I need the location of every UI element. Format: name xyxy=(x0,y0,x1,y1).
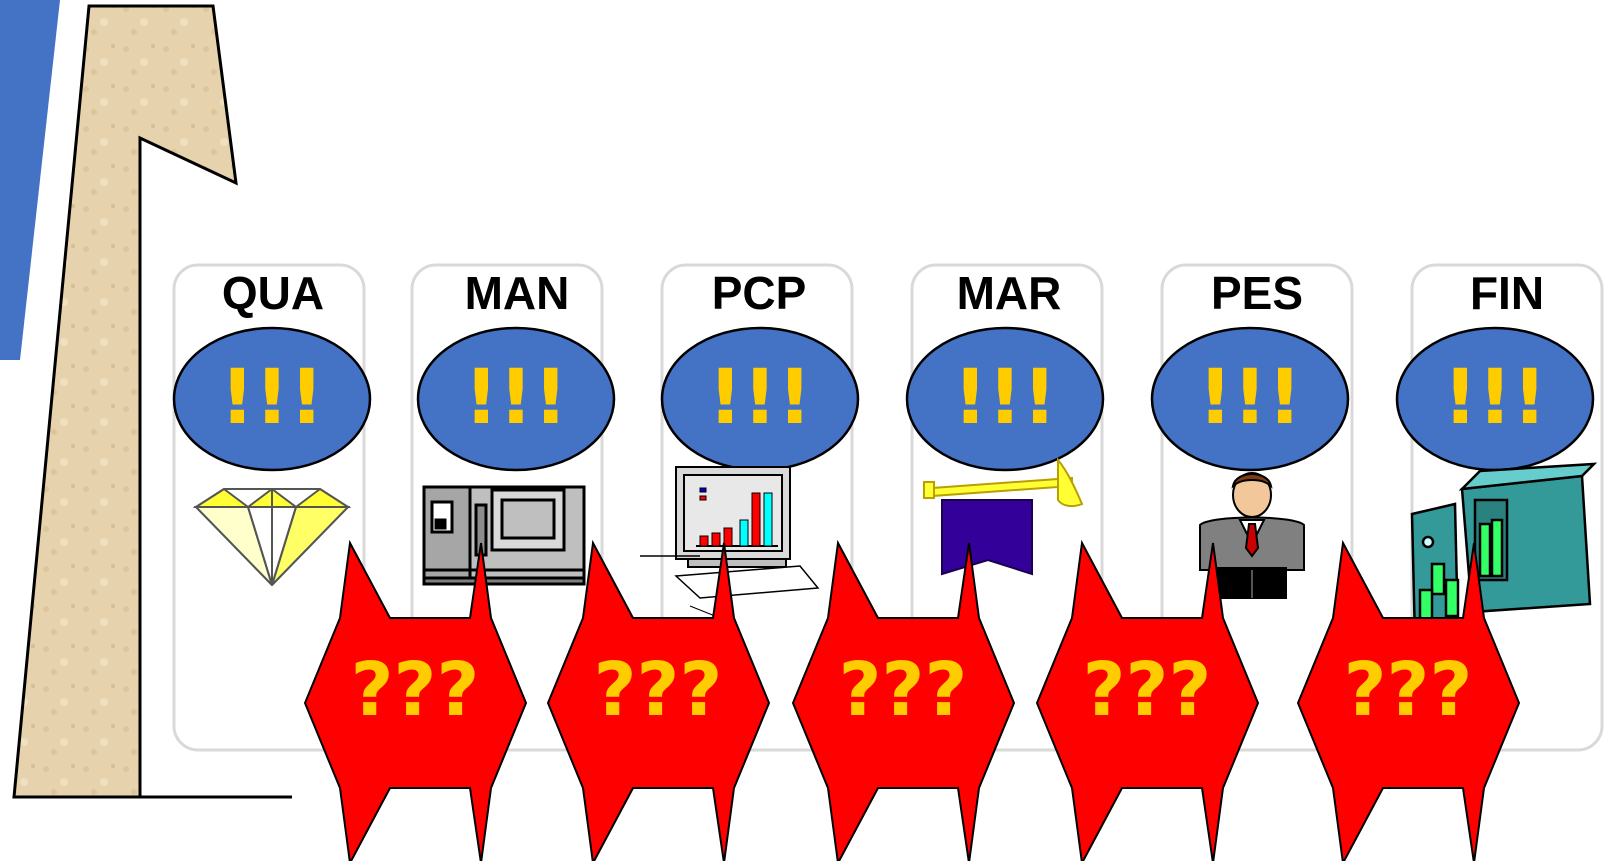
slide-accent-bar xyxy=(0,0,60,360)
dept-label-mar: MAR xyxy=(914,266,1104,320)
connector-label-4: ??? xyxy=(1047,640,1247,740)
dept-label-fin: FIN xyxy=(1412,266,1602,320)
dept-label-pcp: PCP xyxy=(664,266,854,320)
dept-label-man: MAN xyxy=(422,266,612,320)
connector-label-5: ??? xyxy=(1308,640,1508,740)
callout-qua: !!! xyxy=(172,352,372,442)
connector-label-1: ??? xyxy=(315,640,515,740)
callout-man: !!! xyxy=(416,352,616,442)
callout-pcp: !!! xyxy=(660,352,860,442)
machine-icon xyxy=(424,487,584,584)
callout-mar: !!! xyxy=(905,352,1105,442)
callout-pes: !!! xyxy=(1150,352,1350,442)
dept-label-pes: PES xyxy=(1162,266,1352,320)
callout-fin: !!! xyxy=(1395,352,1595,442)
connector-label-3: ??? xyxy=(803,640,1003,740)
callout-ellipses xyxy=(174,328,1593,470)
connector-label-2: ??? xyxy=(558,640,758,740)
dept-label-qua: QUA xyxy=(178,266,368,320)
